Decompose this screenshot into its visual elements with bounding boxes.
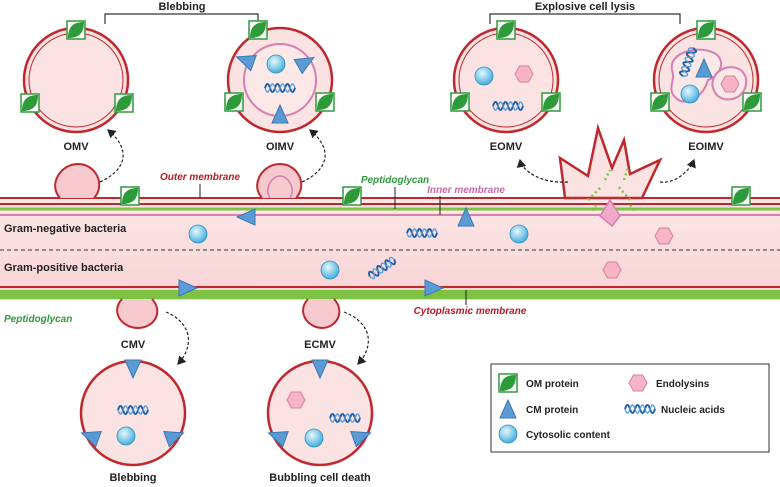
cmv-arrow xyxy=(165,311,189,365)
eomv-vesicle xyxy=(450,20,561,134)
gram-negative-label: Gram-negative bacteria xyxy=(4,223,127,235)
explosive-header: Explosive cell lysis xyxy=(535,1,635,13)
om-protein-icon xyxy=(498,373,518,393)
bubbling-label: Bubbling cell death xyxy=(269,472,371,484)
om-protein-icon xyxy=(731,186,751,206)
legend-cm-protein: CM protein xyxy=(526,405,578,416)
cytosolic-icon xyxy=(498,424,518,444)
cmv-bleb xyxy=(116,298,159,330)
eoimv-vesicle xyxy=(650,20,762,134)
endolysin-icon xyxy=(628,374,648,392)
cytosolic-icon xyxy=(509,224,529,244)
ecmv-arrow xyxy=(343,311,369,365)
omv-vesicle xyxy=(20,20,134,134)
legend-om-protein: OM protein xyxy=(526,379,579,390)
blebbing-bottom-label: Blebbing xyxy=(109,472,156,484)
eomv-arrow xyxy=(516,158,569,183)
oimv-label: OIMV xyxy=(266,141,295,153)
eoimv-label: EOIMV xyxy=(688,141,724,153)
cmv-label: CMV xyxy=(121,339,146,351)
cell-envelope xyxy=(0,197,780,300)
ecmv-vesicle xyxy=(265,359,374,467)
cytosolic-icon xyxy=(188,224,208,244)
blebbing-bracket xyxy=(104,13,259,24)
om-protein-icon xyxy=(342,186,362,206)
om-protein-icon xyxy=(120,186,140,206)
legend: OM protein Endolysins CM protein Nucleic… xyxy=(490,363,770,453)
explosive-bracket xyxy=(489,13,681,24)
endolysin-icon xyxy=(602,261,622,279)
ecmv-bleb xyxy=(302,298,341,330)
oimv-arrow xyxy=(301,129,326,183)
legend-nucleic-acids: Nucleic acids xyxy=(661,405,725,416)
inner-membrane-label: Inner membrane xyxy=(427,185,505,196)
legend-endolysins: Endolysins xyxy=(656,379,710,390)
endolysin-icon xyxy=(654,227,674,245)
cmv-vesicle xyxy=(78,359,187,467)
cytoplasmic-membrane-label: Cytoplasmic membrane xyxy=(414,306,527,317)
peptidoglycan-top-label: Peptidoglycan xyxy=(361,175,429,186)
legend-cytosolic: Cytosolic content xyxy=(526,430,611,441)
oimv-vesicle xyxy=(224,20,335,134)
omv-arrow xyxy=(99,129,124,183)
peptidoglycan-bottom-label: Peptidoglycan xyxy=(4,314,72,325)
cytosolic-icon xyxy=(320,260,340,280)
omv-label: OMV xyxy=(63,141,89,153)
gram-positive-label: Gram-positive bacteria xyxy=(4,262,124,274)
blebbing-header: Blebbing xyxy=(158,1,205,13)
eomv-label: EOMV xyxy=(490,141,523,153)
eoimv-arrow xyxy=(659,158,696,183)
oimv-bleb xyxy=(256,162,303,199)
omv-bleb xyxy=(54,162,101,199)
lysis-burst xyxy=(558,123,663,228)
outer-membrane-label: Outer membrane xyxy=(160,172,240,183)
ecmv-label: ECMV xyxy=(304,339,336,351)
